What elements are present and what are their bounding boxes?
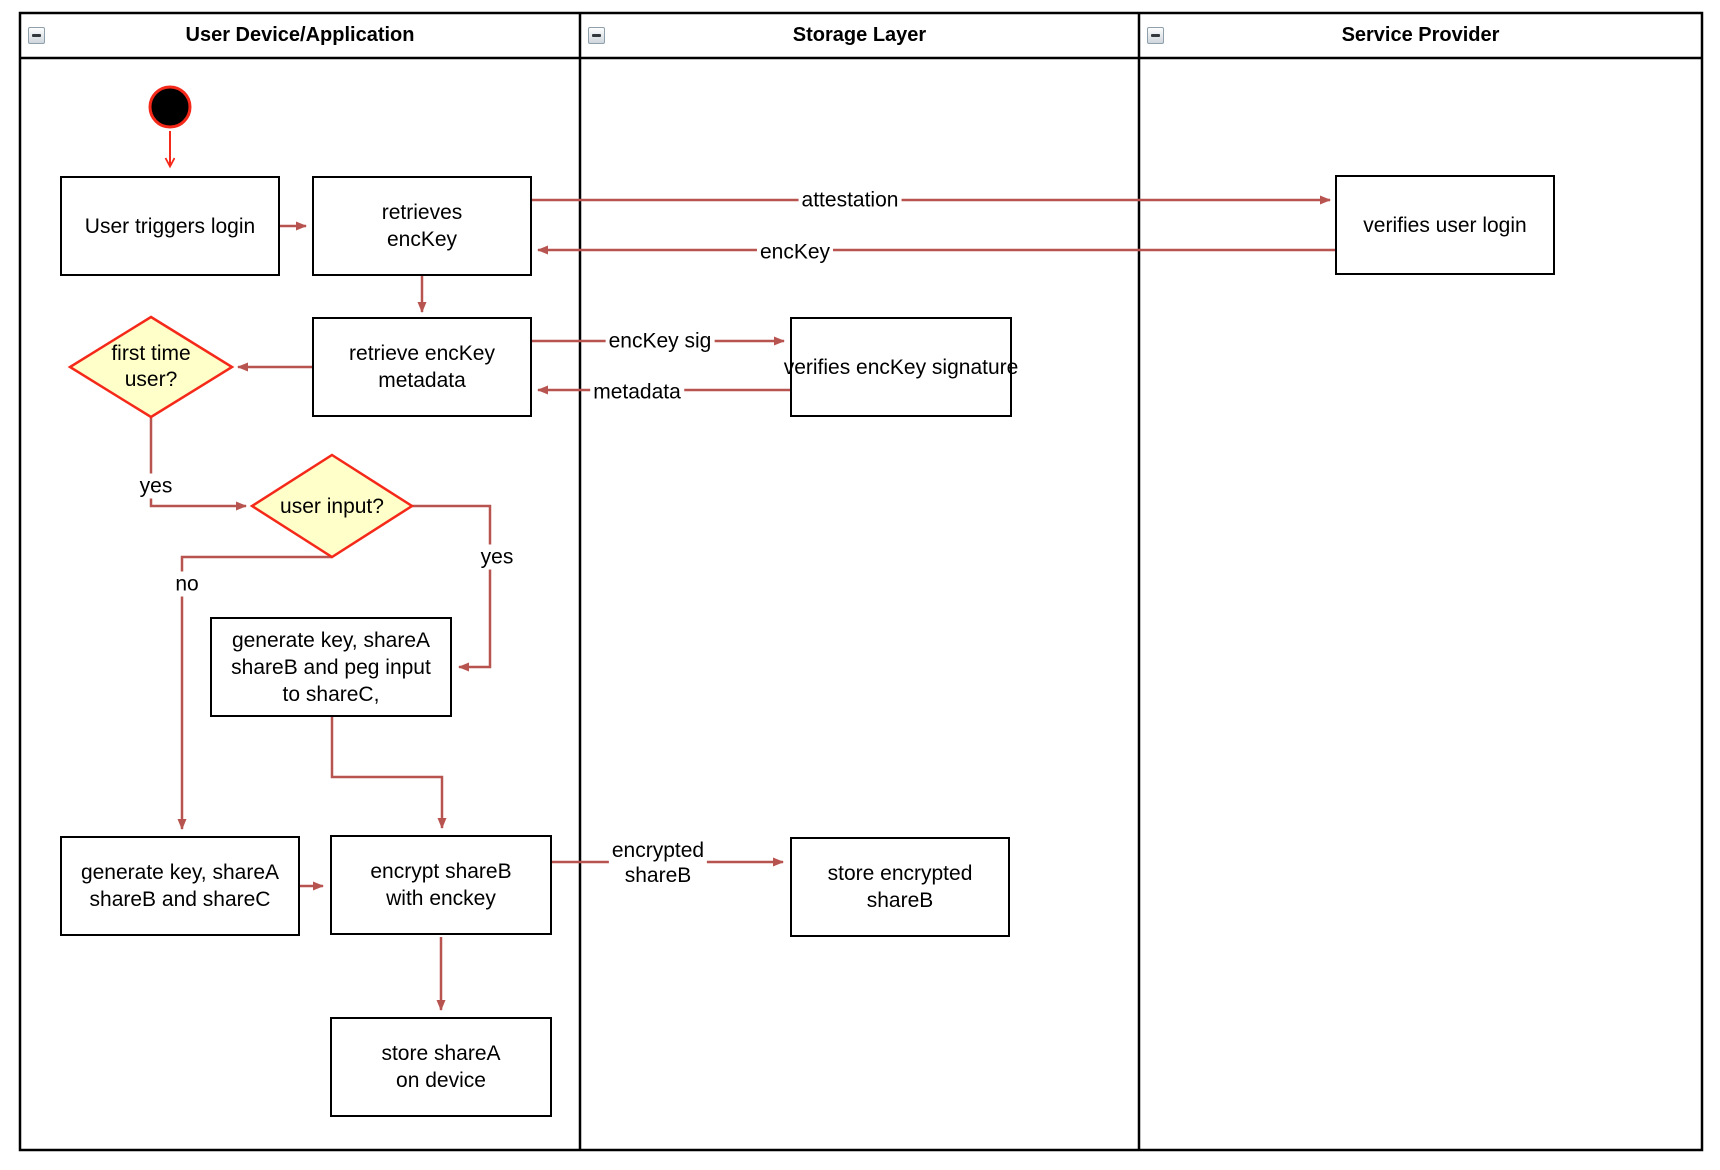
node-label: verifies user login: [1363, 213, 1527, 237]
collapse-icon[interactable]: [28, 27, 45, 44]
edge-label-line: encrypted: [611, 839, 705, 862]
node-store-sharea-on-device[interactable]: store shareA on device: [330, 1017, 552, 1117]
node-label: with enckey: [386, 887, 496, 910]
edge-label-enckey-sig: encKey sig: [605, 328, 715, 354]
node-label: shareB and shareC: [89, 888, 271, 911]
edge-peg-to-encrypt: [330, 717, 447, 829]
node-label: verifies encKey signature: [783, 355, 1019, 379]
edge-label-encrypted-shareb: encrypted shareB: [608, 838, 708, 888]
decision-first-time-user[interactable]: [67, 315, 235, 419]
node-encrypt-shareb[interactable]: encrypt shareB with enckey: [330, 835, 552, 935]
node-retrieves-enckey[interactable]: retrieves encKey: [312, 176, 532, 276]
minus-icon: [592, 34, 601, 37]
node-verifies-enckey-signature[interactable]: verifies encKey signature: [784, 317, 1018, 417]
node-retrieve-enckey-metadata[interactable]: retrieve encKey metadata: [312, 317, 532, 417]
edge-label-enckey: encKey: [756, 239, 834, 265]
edge-label-yes-user-input: yes: [477, 544, 517, 570]
edge-firsttime-yes: [149, 417, 247, 511]
start-node[interactable]: [148, 85, 192, 129]
node-label: shareB: [866, 889, 934, 912]
edge-label-line: shareB: [624, 864, 692, 887]
edge-userinput-yes: [412, 504, 492, 672]
edge-label-attestation: attestation: [798, 187, 902, 213]
edge-label-metadata: metadata: [590, 379, 684, 405]
node-label: encrypt shareB: [370, 860, 512, 883]
node-label: generate key, shareA: [80, 861, 280, 884]
edge-label-yes-first-time: yes: [136, 473, 176, 499]
node-label: shareB and peg input: [231, 655, 431, 679]
node-label: store encrypted: [827, 862, 973, 885]
node-label: User triggers login: [84, 214, 256, 238]
decision-label-line: user?: [124, 368, 178, 391]
decision-label-line: first time: [111, 342, 191, 365]
node-label: retrieve encKey: [349, 342, 495, 365]
node-label: store shareA: [381, 1042, 501, 1065]
lane-title-service-provider: Service Provider: [1341, 24, 1500, 46]
minus-icon: [32, 34, 41, 37]
node-label: generate key, shareA: [231, 628, 431, 652]
lane-title-storage-layer: Storage Layer: [792, 24, 927, 46]
edge-userinput-no: [177, 555, 332, 830]
node-generate-key-sharec[interactable]: generate key, shareA shareB and shareC: [60, 836, 300, 936]
collapse-icon[interactable]: [588, 27, 605, 44]
node-label: encKey: [386, 228, 458, 251]
lane-title-user-device: User Device/Application: [185, 24, 415, 46]
node-label: to shareC,: [282, 682, 380, 706]
decision-user-input-label: user input?: [280, 494, 384, 520]
node-store-encrypted-shareb[interactable]: store encrypted shareB: [790, 837, 1010, 937]
decision-user-input[interactable]: [249, 453, 415, 559]
edge-label-no-user-input: no: [172, 571, 202, 597]
node-generate-key-peg-input[interactable]: generate key, shareA shareB and peg inpu…: [210, 617, 452, 717]
pool-frame: [18, 11, 1704, 1152]
decision-first-time-user-label: first time user?: [111, 341, 190, 393]
minus-icon: [1151, 34, 1160, 37]
node-label: metadata: [378, 369, 466, 392]
node-label: retrieves: [381, 201, 463, 224]
node-user-triggers-login[interactable]: User triggers login: [60, 176, 280, 276]
collapse-icon[interactable]: [1147, 27, 1164, 44]
node-label: on device: [396, 1069, 486, 1092]
node-verifies-user-login[interactable]: verifies user login: [1335, 175, 1555, 275]
decision-label-line: user input?: [280, 495, 384, 518]
